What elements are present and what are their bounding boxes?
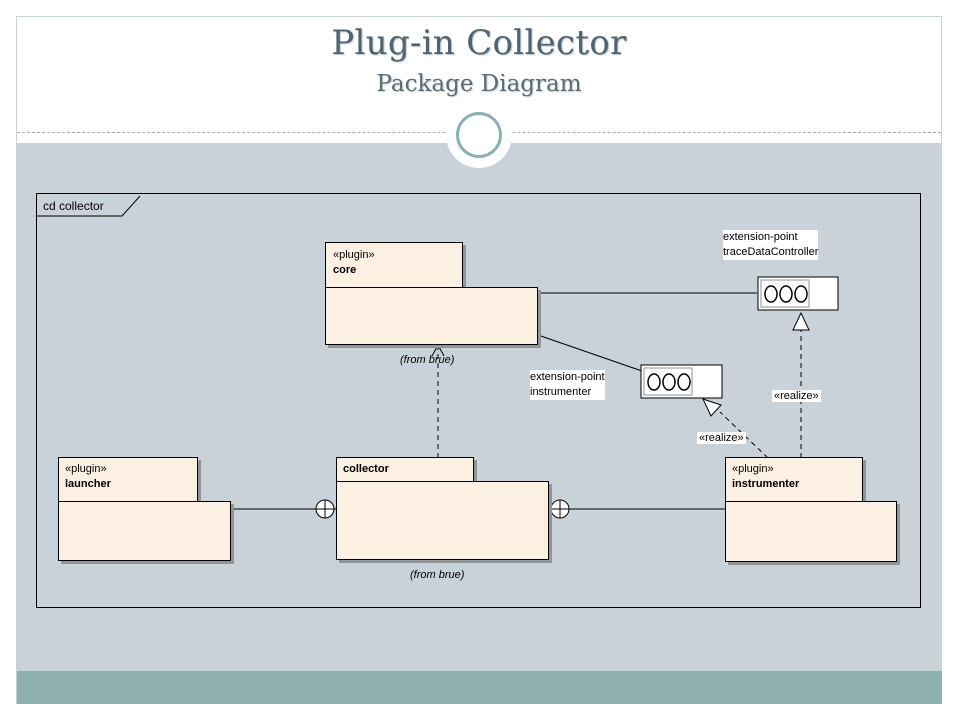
- realize-instr-arrowhead: [702, 398, 722, 417]
- realize-label-left: «realize»: [697, 432, 746, 444]
- frame-tab-border: [37, 195, 141, 217]
- collector-name: collector: [343, 463, 389, 475]
- realize-label-right: «realize»: [772, 390, 821, 402]
- core-stereotype: «plugin»: [333, 249, 375, 261]
- instr-ep-line1: extension-point: [530, 371, 605, 383]
- instr-ep-line2: instrumenter: [530, 386, 592, 398]
- slide-title: Plug-in Collector: [331, 23, 627, 63]
- trace-ep-dot-2: [779, 285, 793, 303]
- core-name: core: [333, 264, 357, 276]
- ornament-circle-icon: [456, 112, 502, 158]
- trace-ep-line2: traceDataController: [723, 246, 819, 258]
- launcher-package-tab[interactable]: [58, 457, 198, 502]
- collector-package-body[interactable]: [336, 481, 549, 560]
- collector-package-tab[interactable]: [336, 457, 474, 482]
- trace-ep-dot-1: [764, 285, 778, 303]
- launcher-name: launcher: [65, 478, 111, 490]
- instr-ep-dot-2: [662, 373, 676, 391]
- trace-ep-line1: extension-point: [723, 231, 798, 243]
- frame-label: cd collector: [43, 199, 104, 213]
- realize-trace-arrowhead: [792, 311, 810, 331]
- launcher-stereotype: «plugin»: [65, 463, 107, 475]
- diagram-frame: [36, 193, 921, 608]
- core-package-tab[interactable]: [325, 242, 463, 288]
- launcher-package-label: «plugin» launcher: [65, 462, 111, 492]
- slide-subtitle: Package Diagram: [376, 71, 582, 97]
- instrumenter-package-label: «plugin» instrumenter: [732, 462, 799, 492]
- core-instr-link: [537, 334, 643, 372]
- core-package-label: «plugin» core: [333, 248, 375, 278]
- collector-from-label: (from brue): [410, 569, 465, 581]
- launcher-package-body[interactable]: [58, 501, 231, 561]
- instrumenter-package-body[interactable]: [725, 501, 897, 562]
- instrumenter-name: instrumenter: [732, 478, 800, 490]
- trace-extension-point-label: extension-point traceDataController: [723, 230, 819, 260]
- footer-band: [17, 671, 942, 704]
- trace-ep-dot-3: [794, 285, 808, 303]
- core-package-body[interactable]: [325, 287, 538, 345]
- core-from-label: (from brue): [400, 354, 455, 366]
- instr-extension-point-label: extension-point instrumenter: [530, 370, 605, 400]
- realize-instr-dependency: [719, 411, 769, 459]
- instrumenter-stereotype: «plugin»: [732, 463, 774, 475]
- title-area: Plug-in Collector Package Diagram: [17, 17, 941, 133]
- instr-ep-dot-1: [647, 373, 661, 391]
- instr-ep-dot-3: [677, 373, 691, 391]
